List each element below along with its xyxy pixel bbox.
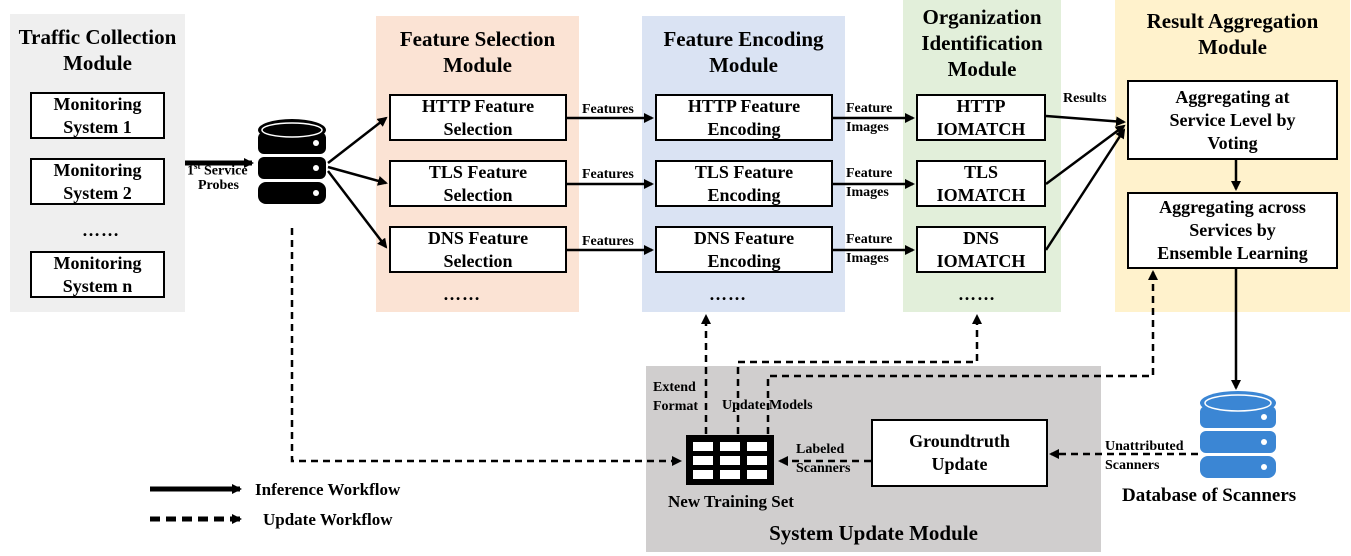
first-service-number: 1 — [187, 163, 194, 179]
dns-iomatch-box: DNS IOMATCH — [916, 226, 1046, 273]
feature-images-label-tls: Feature Images — [846, 166, 893, 200]
ensemble-learning-box: Aggregating across Services by Ensemble … — [1127, 192, 1338, 269]
unattributed-scanners-label: Unattributed Scanners — [1105, 439, 1184, 473]
features-label-dns: Features — [582, 234, 634, 249]
training-set-table-icon — [686, 435, 774, 485]
probe-database-icon — [258, 119, 326, 204]
monitoring-system-2-box: Monitoring System 2 — [30, 158, 165, 205]
legend-inference-label: Inference Workflow — [255, 480, 401, 499]
identification-ellipsis: …… — [958, 284, 996, 304]
features-label-tls: Features — [582, 167, 634, 182]
new-training-set-label: New Training Set — [668, 492, 794, 511]
feature-images-label-dns: Feature Images — [846, 232, 893, 266]
dns-feature-selection-box: DNS Feature Selection — [389, 226, 567, 273]
probes-label: Probes — [198, 178, 239, 193]
dns-feature-encoding-box: DNS Feature Encoding — [655, 226, 833, 273]
database-of-scanners-label: Database of Scanners — [1122, 485, 1297, 506]
monitoring-system-1-box: Monitoring System 1 — [30, 92, 165, 139]
monitoring-system-n-box: Monitoring System n — [30, 251, 165, 298]
service-level-voting-box: Aggregating at Service Level by Voting — [1127, 80, 1338, 160]
scanner-database-icon — [1200, 391, 1276, 478]
http-iomatch-box: HTTP IOMATCH — [916, 94, 1046, 141]
labeled-scanners-label: Labeled Scanners — [796, 442, 851, 476]
legend-update-label: Update Workflow — [263, 510, 393, 529]
result-aggregation-title: Result Aggregation Module — [1146, 9, 1319, 59]
groundtruth-update-box: Groundtruth Update — [871, 419, 1048, 487]
system-update-title: System Update Module — [769, 521, 978, 545]
http-feature-encoding-box: HTTP Feature Encoding — [655, 94, 833, 141]
feature-images-label-http: Feature Images — [846, 101, 893, 135]
http-feature-selection-box: HTTP Feature Selection — [389, 94, 567, 141]
tls-iomatch-box: TLS IOMATCH — [916, 160, 1046, 207]
traffic-collection-title: Traffic Collection Module — [18, 25, 177, 75]
first-service-superscript: st — [194, 161, 201, 171]
tls-feature-encoding-box: TLS Feature Encoding — [655, 160, 833, 207]
feature-encoding-title: Feature Encoding Module — [663, 27, 824, 77]
extend-format-label: Extend Format — [653, 380, 699, 414]
encoding-ellipsis: …… — [709, 284, 747, 304]
selection-ellipsis: …… — [443, 284, 481, 304]
results-label: Results — [1063, 91, 1107, 106]
update-models-label: Update Models — [722, 398, 813, 413]
feature-selection-title: Feature Selection Module — [399, 27, 556, 77]
first-service-text: Service — [200, 163, 248, 179]
first-service-label: 1st Service — [187, 138, 248, 181]
traffic-ellipsis: …… — [82, 220, 120, 240]
features-label-http: Features — [582, 102, 634, 117]
organization-identification-title: Organization Identification Module — [921, 5, 1043, 81]
tls-feature-selection-box: TLS Feature Selection — [389, 160, 567, 207]
